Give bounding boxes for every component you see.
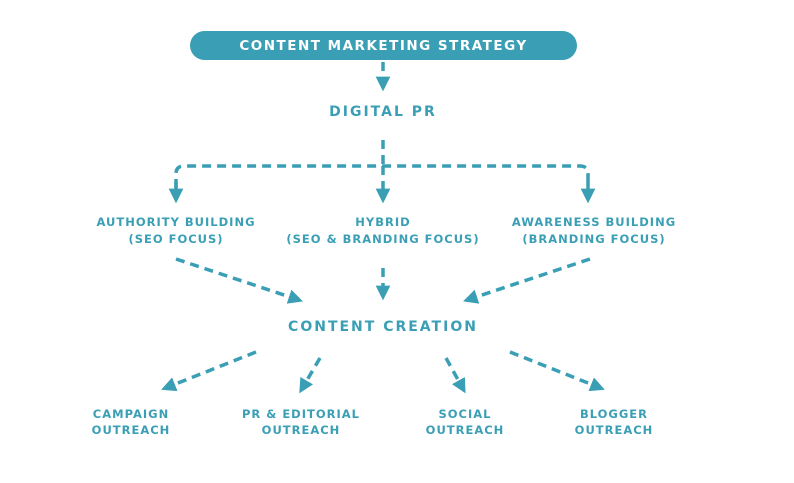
node-blogger-outreach: BLOGGER OUTREACH: [554, 406, 674, 438]
node-authority-building: AUTHORITY BUILDING (SEO FOCUS): [66, 214, 286, 248]
node-social-outreach: SOCIAL OUTREACH: [405, 406, 525, 438]
node-campaign-line1: CAMPAIGN: [92, 407, 170, 421]
node-hybrid-line1: HYBRID: [355, 215, 411, 229]
arrow-awareness-to-content: [463, 257, 591, 304]
node-authority-line2: (SEO FOCUS): [128, 232, 224, 246]
node-blogger-line2: OUTREACH: [574, 423, 654, 437]
node-campaign-line2: OUTREACH: [91, 423, 171, 437]
node-social-line1: SOCIAL: [438, 407, 492, 421]
root-node-label: CONTENT MARKETING STRATEGY: [239, 37, 528, 54]
node-awareness-building: AWARENESS BUILDING (BRANDING FOCUS): [484, 214, 704, 248]
node-pr-editorial-line1: PR & EDITORIAL: [242, 407, 360, 421]
connector-branch-bar: [174, 164, 590, 188]
node-digital-pr-label: DIGITAL PR: [329, 104, 437, 120]
arrow-content-to-campaign: [161, 350, 257, 392]
node-campaign-outreach: CAMPAIGN OUTREACH: [71, 406, 191, 438]
node-hybrid: HYBRID (SEO & BRANDING FOCUS): [268, 214, 498, 248]
node-digital-pr: DIGITAL PR: [283, 104, 483, 120]
root-node-content-marketing-strategy: CONTENT MARKETING STRATEGY: [190, 31, 577, 60]
node-content-creation: CONTENT CREATION: [258, 319, 508, 335]
arrow-authority-to-content: [175, 257, 303, 304]
node-hybrid-line2: (SEO & BRANDING FOCUS): [286, 232, 480, 246]
node-blogger-line1: BLOGGER: [579, 407, 649, 421]
node-pr-editorial-line2: OUTREACH: [261, 423, 341, 437]
node-authority-line1: AUTHORITY BUILDING: [96, 215, 256, 229]
arrow-content-to-social: [444, 357, 466, 394]
node-awareness-line1: AWARENESS BUILDING: [511, 215, 677, 229]
arrow-content-to-blogger: [509, 350, 605, 392]
node-awareness-line2: (BRANDING FOCUS): [522, 232, 666, 246]
node-pr-editorial-outreach: PR & EDITORIAL OUTREACH: [231, 406, 371, 438]
node-content-creation-label: CONTENT CREATION: [288, 319, 478, 335]
arrow-content-to-pr-editorial: [299, 357, 322, 394]
node-social-line2: OUTREACH: [425, 423, 505, 437]
